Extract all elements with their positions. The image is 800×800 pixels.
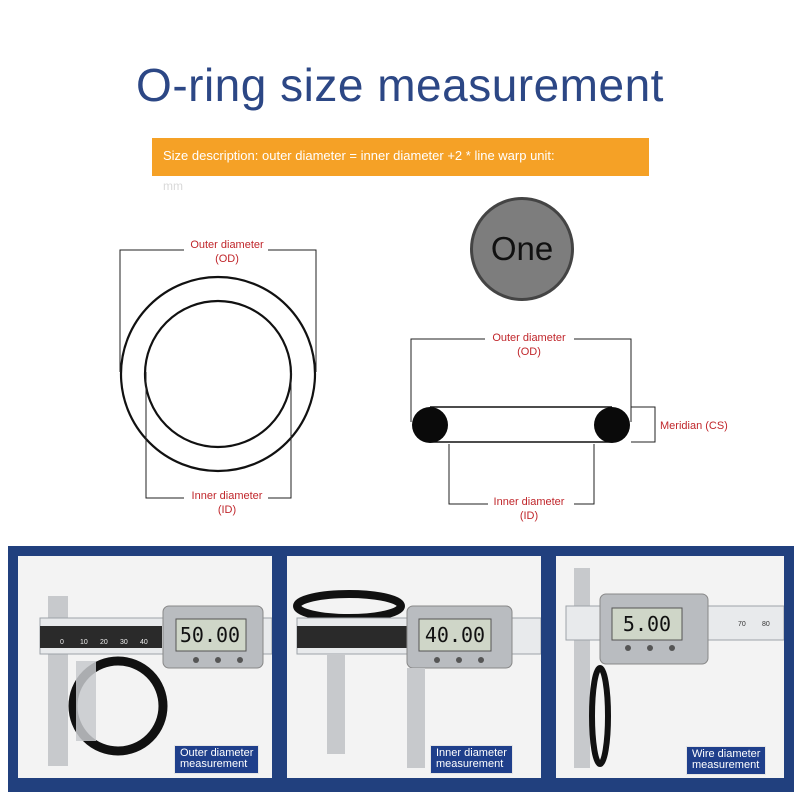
id-label: Inner diameter (ID) — [168, 489, 286, 517]
caption-3-line2: measurement — [692, 759, 760, 771]
svg-text:40: 40 — [140, 639, 148, 646]
od-bracket-left — [119, 249, 184, 372]
svg-text:80: 80 — [762, 621, 770, 628]
scale-ticks-1: 0 10 20 30 40 — [60, 639, 148, 646]
id-label-text: Inner diameter — [191, 490, 263, 502]
lcd-reading-2: 40.00 — [425, 623, 485, 647]
cross-section-right — [594, 407, 630, 443]
od-abbr-text: (OD) — [215, 253, 239, 265]
oring-diagrams — [119, 249, 656, 505]
size-description-banner — [152, 138, 649, 176]
size-description-text: Size description: outer diameter = inner… — [163, 148, 555, 163]
id-bracket-left — [145, 372, 184, 499]
side-od-label-text: Outer diameter — [492, 332, 566, 344]
lcd-reading-3: 5.00 — [623, 612, 671, 636]
caliper-illustration-3: 5.00 70 80 — [556, 556, 784, 778]
caption-1-line1: Outer diameter — [180, 747, 254, 759]
oring-photo-1 — [68, 656, 168, 756]
inner-circle — [143, 299, 293, 449]
side-id-label-text: Inner diameter — [493, 496, 565, 508]
od-bracket-right — [268, 249, 317, 372]
caption-1-line2: measurement — [180, 758, 248, 770]
caliper-illustration-1: 0 10 20 30 40 50.00 — [18, 556, 272, 778]
page-title: O-ring size measurement — [136, 59, 664, 111]
caption-2-line2: measurement — [436, 758, 504, 770]
size-unit-text: mm — [163, 179, 183, 193]
od-label-text: Outer diameter — [190, 239, 264, 251]
side-id-label: Inner diameter (ID) — [470, 495, 588, 523]
side-id-bracket-right — [574, 444, 595, 505]
photo-wire-diameter: 5.00 70 80 — [556, 556, 784, 778]
id-abbr-text: (ID) — [217, 504, 237, 516]
svg-text:70: 70 — [738, 621, 746, 628]
svg-text:20: 20 — [100, 639, 108, 646]
side-od-bracket-left — [410, 338, 485, 422]
number-badge: One — [470, 197, 574, 301]
outer-circle — [119, 275, 317, 473]
svg-text:0: 0 — [60, 639, 64, 646]
od-label: Outer diameter (OD) — [168, 238, 286, 266]
photo-outer-diameter: 0 10 20 30 40 50.00 — [18, 556, 272, 778]
photo-inner-diameter: 40.00 — [287, 556, 541, 778]
side-od-label: Outer diameter (OD) — [470, 331, 588, 359]
cross-section-left — [412, 407, 448, 443]
svg-text:30: 30 — [120, 639, 128, 646]
caption-outer-diameter: Outer diameter measurement — [174, 745, 260, 774]
svg-text:10: 10 — [80, 639, 88, 646]
caption-2-line1: Inner diameter — [436, 747, 507, 759]
cs-label: Meridian (CS) — [660, 420, 728, 432]
caliper-illustration-2: 40.00 — [287, 556, 541, 778]
caption-3-line1: Wire diameter — [692, 748, 761, 760]
caption-inner-diameter: Inner diameter measurement — [430, 745, 513, 774]
id-bracket-right — [268, 372, 292, 499]
oring-top-view — [119, 249, 317, 499]
caption-wire-diameter: Wire diameter measurement — [686, 746, 767, 775]
side-id-bracket-left — [448, 444, 488, 505]
oring-photo-3 — [589, 665, 611, 767]
side-od-abbr-text: (OD) — [517, 346, 541, 358]
side-od-bracket-right — [574, 338, 632, 422]
side-id-abbr-text: (ID) — [519, 510, 539, 522]
oring-side-view — [410, 338, 656, 505]
cs-bracket — [631, 406, 656, 443]
lcd-reading-1: 50.00 — [180, 623, 240, 647]
